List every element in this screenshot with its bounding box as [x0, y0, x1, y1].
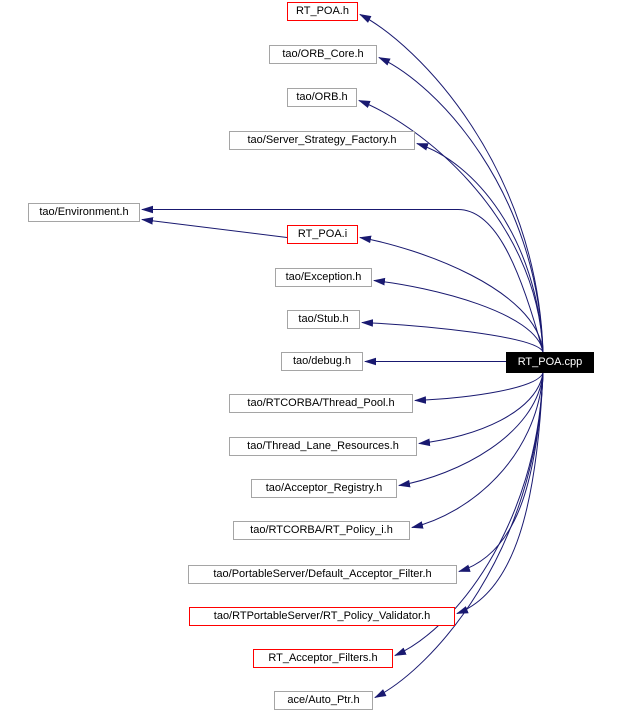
edge-rt-poa-cpp-to-acceptor-registry-h	[398, 372, 544, 488]
node-stub-h[interactable]: tao/Stub.h	[287, 310, 360, 329]
node-rt-policy-i-h[interactable]: tao/RTCORBA/RT_Policy_i.h	[233, 521, 410, 540]
node-acceptor-registry-h[interactable]: tao/Acceptor_Registry.h	[251, 479, 397, 498]
edge-rt-poa-cpp-to-exception-h	[373, 277, 544, 353]
node-rt-poa-h[interactable]: RT_POA.h	[287, 2, 358, 21]
node-environment-h[interactable]: tao/Environment.h	[28, 203, 140, 222]
edge-rt-poa-cpp-to-thread-lane-resources-h	[418, 372, 544, 447]
edge-rt-poa-cpp-to-rt-policy-i-h	[411, 372, 544, 529]
edge-rt-poa-cpp-to-rt-policy-validator	[456, 372, 544, 614]
edge-rt-poa-cpp-to-stub-h	[361, 319, 544, 353]
edge-rt-poa-cpp-to-default-acceptor-filter	[458, 372, 544, 572]
node-thread-pool-h[interactable]: tao/RTCORBA/Thread_Pool.h	[229, 394, 413, 413]
node-thread-lane-resources-h[interactable]: tao/Thread_Lane_Resources.h	[229, 437, 417, 456]
node-rt-acceptor-filters[interactable]: RT_Acceptor_Filters.h	[253, 649, 393, 668]
node-exception-h[interactable]: tao/Exception.h	[275, 268, 372, 287]
node-orb-core-h[interactable]: tao/ORB_Core.h	[269, 45, 377, 64]
edge-rt-poa-cpp-to-orb-core-h	[378, 57, 544, 353]
edge-rt-poa-cpp-to-rt-poa-i	[359, 235, 544, 353]
edge-rt-poa-i-to-environment-h	[141, 217, 288, 238]
node-orb-h[interactable]: tao/ORB.h	[287, 88, 357, 107]
node-auto-ptr-h[interactable]: ace/Auto_Ptr.h	[274, 691, 373, 710]
edge-rt-poa-cpp-to-server-strategy-factory	[416, 143, 544, 353]
node-rt-poa-cpp: RT_POA.cpp	[506, 352, 594, 373]
edge-rt-poa-cpp-to-thread-pool-h	[414, 372, 544, 404]
node-rt-poa-i[interactable]: RT_POA.i	[287, 225, 358, 244]
node-default-acceptor-filter[interactable]: tao/PortableServer/Default_Acceptor_Filt…	[188, 565, 457, 584]
edge-rt-poa-cpp-to-rt-poa-h	[359, 14, 544, 353]
node-rt-policy-validator[interactable]: tao/RTPortableServer/RT_Policy_Validator…	[189, 607, 455, 626]
node-server-strategy-factory[interactable]: tao/Server_Strategy_Factory.h	[229, 131, 415, 150]
node-debug-h[interactable]: tao/debug.h	[281, 352, 363, 371]
